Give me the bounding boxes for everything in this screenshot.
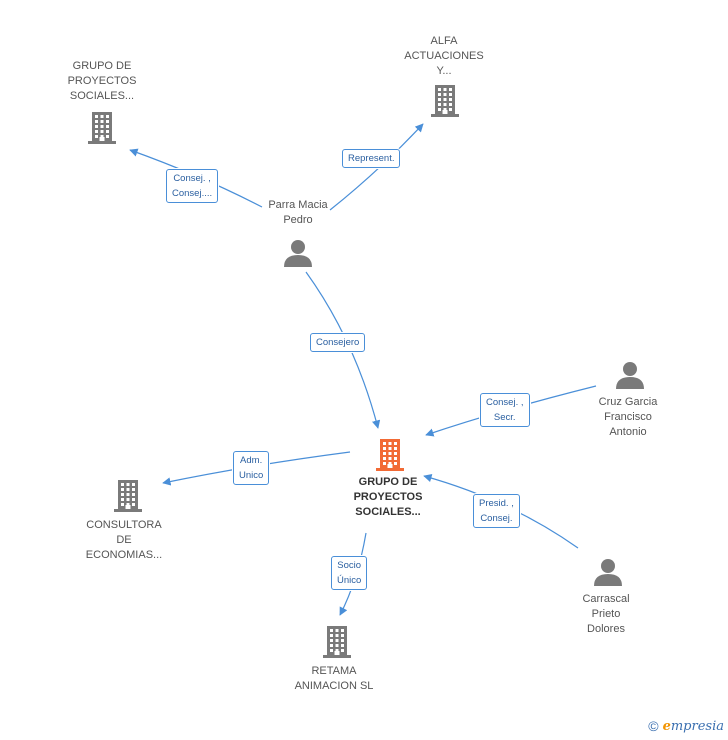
node-label-carrascal[interactable]: Carrascal Prieto Dolores [582,593,630,635]
edge-label-parra-grupo-top[interactable]: Consej. , Consej.... [166,169,219,203]
node-parra-person-icon[interactable] [284,240,312,267]
node-label-consultora[interactable]: CONSULTORA DE ECONOMIAS... [85,519,163,561]
node-label-parra[interactable]: Parra Macia Pedro [268,199,328,226]
node-label-cruz[interactable]: Cruz Garcia Francisco Antonio [598,396,658,438]
node-main-building-icon[interactable] [376,439,404,471]
edge-label-main-consultora[interactable]: Adm. Unico [233,451,270,485]
footer-brand: © empresia [648,718,724,734]
node-consultora-building-icon[interactable] [114,480,142,512]
edge-label-main-retama[interactable]: Socio Único [331,556,368,590]
node-label-alfa[interactable]: ALFA ACTUACIONES Y... [404,35,484,77]
node-label-grupo-top[interactable]: GRUPO DE PROYECTOS SOCIALES... [67,60,137,102]
brand-logo[interactable]: empresia [662,718,724,734]
edge-label-carrascal-main[interactable]: Presid. , Consej. [473,494,520,528]
node-grupo-top-building-icon[interactable] [88,112,116,144]
node-label-retama[interactable]: RETAMA ANIMACION SL [294,665,374,692]
edge-parra-alfa [329,123,424,211]
node-carrascal-person-icon[interactable] [594,559,622,586]
node-alfa-building-icon[interactable] [431,85,459,117]
node-retama-building-icon[interactable] [323,626,351,658]
edge-label-cruz-main[interactable]: Consej. , Secr. [480,393,530,427]
copyright-icon: © [648,718,659,734]
node-cruz-person-icon[interactable] [616,362,644,389]
edge-label-parra-alfa[interactable]: Represent. [342,149,401,168]
node-label-main[interactable]: GRUPO DE PROYECTOS SOCIALES... [353,476,423,518]
edge-label-parra-main[interactable]: Consejero [310,333,366,352]
